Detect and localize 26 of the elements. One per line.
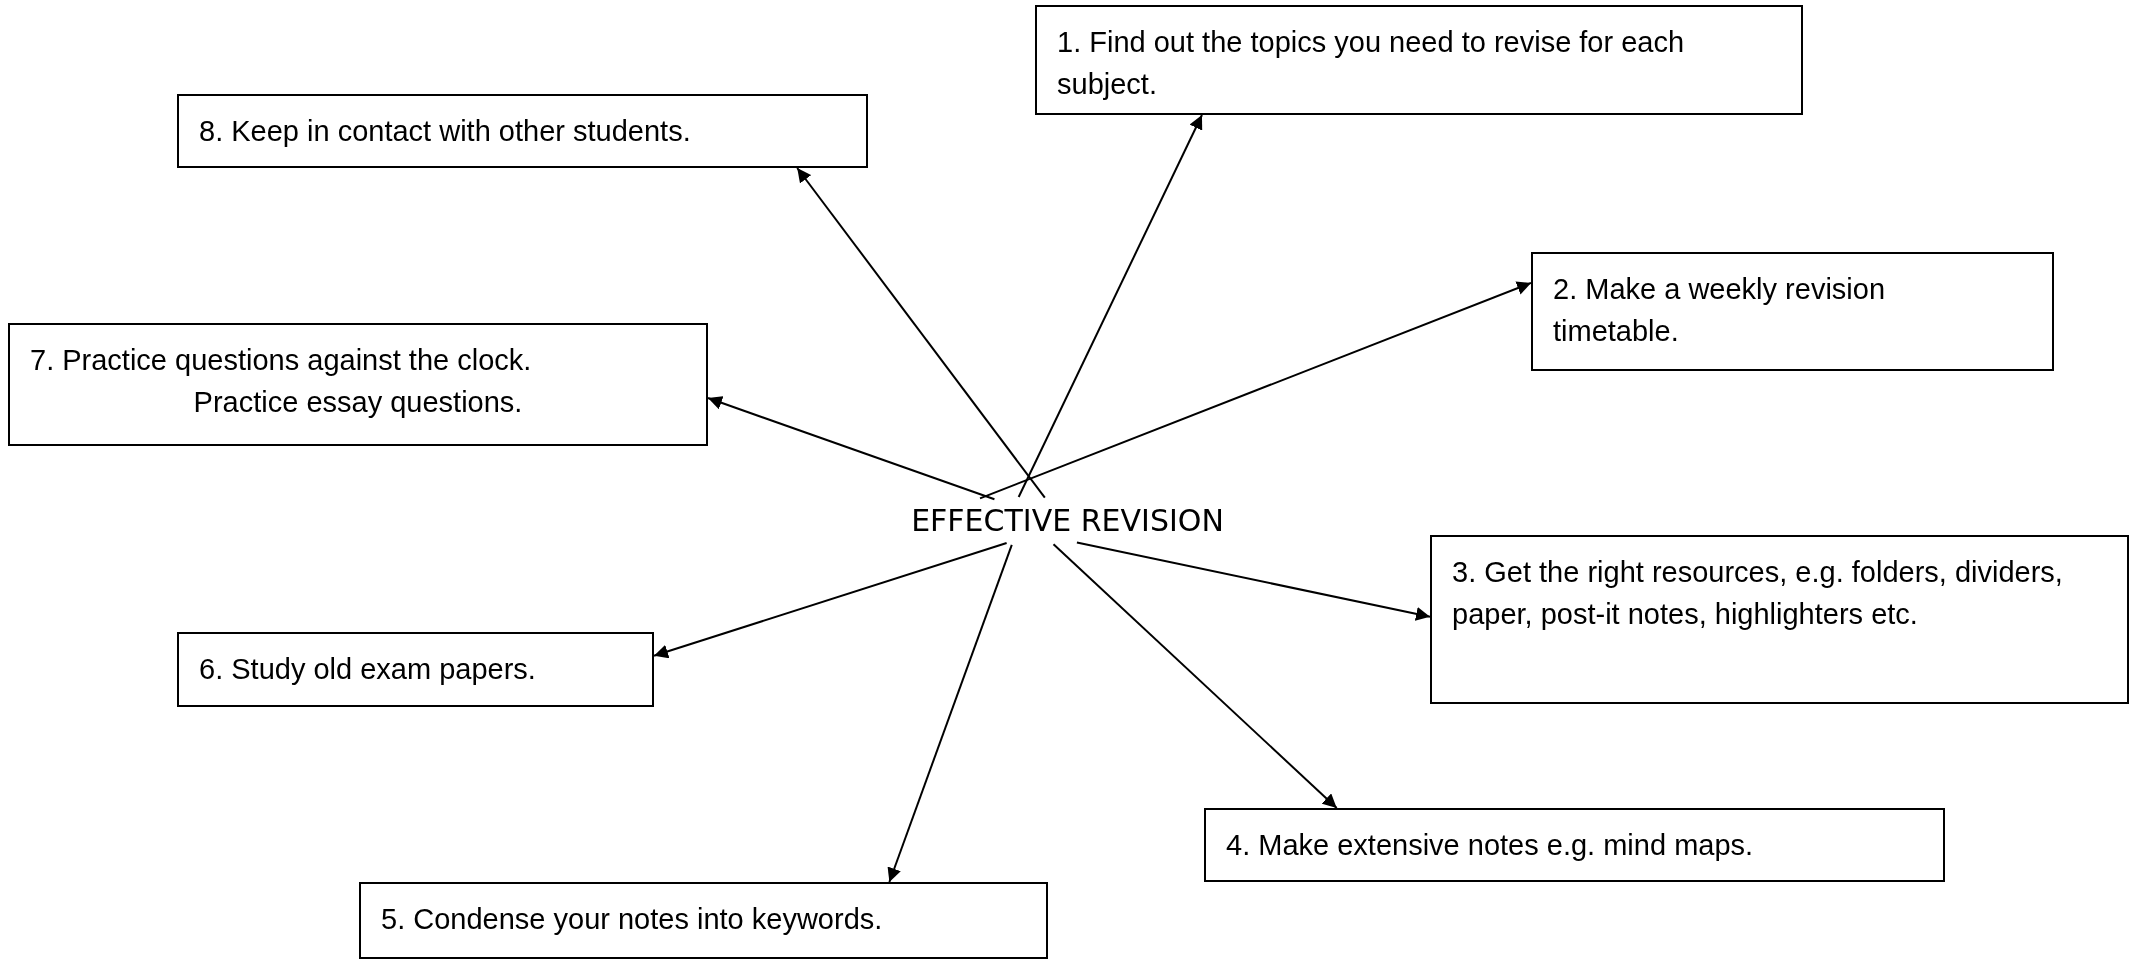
step-text: 4. Make extensive notes e.g. mind maps.	[1226, 828, 1755, 863]
step-text: 5. Condense your notes into keywords.	[381, 902, 884, 937]
step-text: 2. Make a weekly revision timetable.	[1553, 272, 1887, 350]
arrow	[1075, 541, 1431, 621]
arrow	[653, 541, 1008, 659]
arrow	[979, 281, 1532, 500]
arrow	[887, 543, 1013, 883]
step-text: 3. Get the right resources, e.g. folders, dividers, paper, post-it notes, highlighters etc.	[1452, 555, 2064, 633]
step-text: 8. Keep in contact with other students.	[199, 114, 692, 149]
step-box	[8, 323, 708, 446]
arrow	[707, 396, 996, 501]
step-text: Practice essay questions.	[192, 385, 524, 421]
arrow	[796, 167, 1046, 499]
step-box	[177, 94, 868, 168]
step-box	[1204, 808, 1945, 882]
arrow	[1052, 543, 1338, 809]
step-box	[359, 882, 1048, 959]
step-text: 7. Practice questions against the clock.	[30, 343, 533, 378]
step-text: 6. Study old exam papers.	[199, 652, 537, 687]
step-box	[1430, 535, 2129, 704]
step-box	[1035, 5, 1803, 115]
arrow	[1017, 114, 1203, 499]
step-text: 1. Find out the topics you need to revise for each subject.	[1057, 25, 1686, 103]
central-topic: EFFECTIVE REVISION	[911, 502, 1224, 541]
step-box	[177, 632, 654, 707]
step-box	[1531, 252, 2054, 371]
